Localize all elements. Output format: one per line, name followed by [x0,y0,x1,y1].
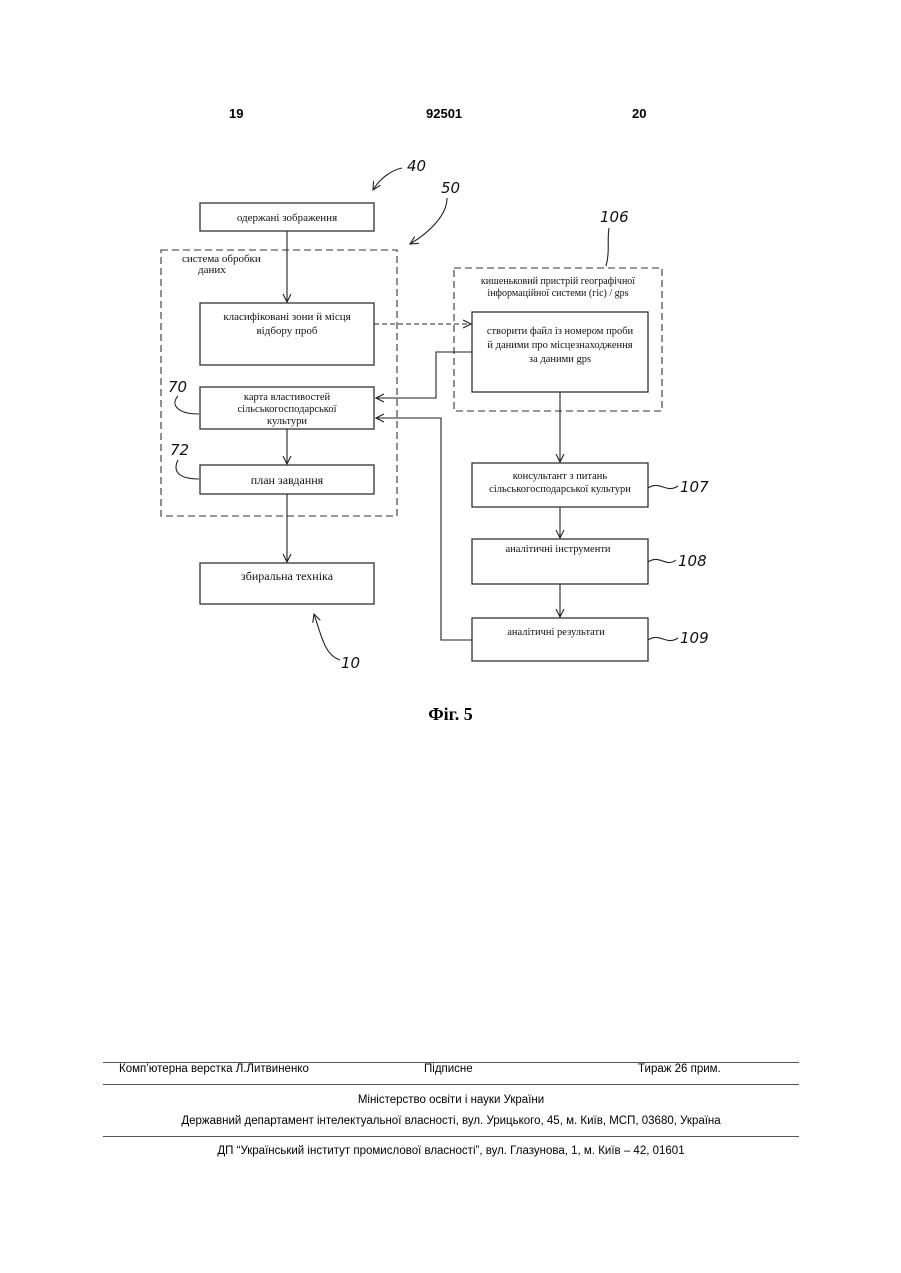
analytic-tools-label: аналітичні інструменти [505,544,610,555]
crop-map-label-2: сільськогосподарської [237,404,336,415]
footer-signed: Підписне [424,1063,473,1075]
classified-zones-label-1: класифіковані зони й місця [223,311,350,323]
footer-rule-bottom [103,1136,799,1137]
ref-50-arrow [410,198,447,244]
footer-department: Державний департамент інтелектуальної вл… [103,1115,799,1127]
ref-108-label: 108 [678,552,707,570]
harvester-label: збиральна техніка [241,569,334,583]
ref-107-label: 107 [680,478,709,496]
ref-109-label: 109 [680,629,709,647]
ref-106-leader [606,228,609,266]
create-file-label-1: створити файл із номером проби [487,326,634,337]
ref-40-arrow [373,168,402,190]
obtained-images-label: одержані зображення [237,212,337,224]
analytic-results-box [472,618,648,661]
ref-10-arrow [314,614,340,660]
arrow-results-to-map [376,418,472,640]
create-file-label-3: за даними gps [529,354,591,365]
footer-ministry: Міністерство освіти і науки України [103,1094,799,1106]
processing-system-label-2: даних [198,264,226,276]
ref-72-leader [176,460,199,479]
ref-108-leader [648,559,676,562]
arrow-file-to-map [376,352,472,398]
ref-50-label: 50 [441,179,460,197]
crop-map-label-3: культури [267,416,307,427]
figure-caption: Фіг. 5 [0,704,901,725]
footer-circulation: Тираж 26 прим. [638,1063,721,1075]
footer-rule-middle [103,1084,799,1085]
gis-device-label-1: кишеньковий пристрій географічної [481,276,635,287]
crop-map-label-1: карта властивостей [244,392,331,403]
ref-40-label: 40 [407,157,426,175]
gis-device-label-2: інформаційної системи (гіс) / gps [487,288,628,299]
ref-109-leader [648,637,678,640]
ref-70-label: 70 [168,378,187,396]
ref-107-leader [648,485,678,488]
classified-zones-label-2: відбору проб [256,325,317,337]
consultant-label-2: сільськогосподарської культури [489,484,631,495]
ref-10-label: 10 [341,654,360,672]
ref-106-label: 106 [600,208,629,226]
footer-institute: ДП “Український інститут промислової вла… [103,1145,799,1157]
create-file-box [472,312,648,392]
consultant-label-1: консультант з питань [513,471,608,482]
ref-70-leader [175,396,199,414]
ref-72-label: 72 [170,441,189,459]
create-file-label-2: й даними про місцезнаходження [487,340,632,351]
task-plan-label: план завдання [251,473,324,487]
analytic-results-label: аналітичні результати [507,627,605,638]
footer-layout-credit: Комп’ютерна верстка Л.Литвиненко [119,1063,309,1075]
